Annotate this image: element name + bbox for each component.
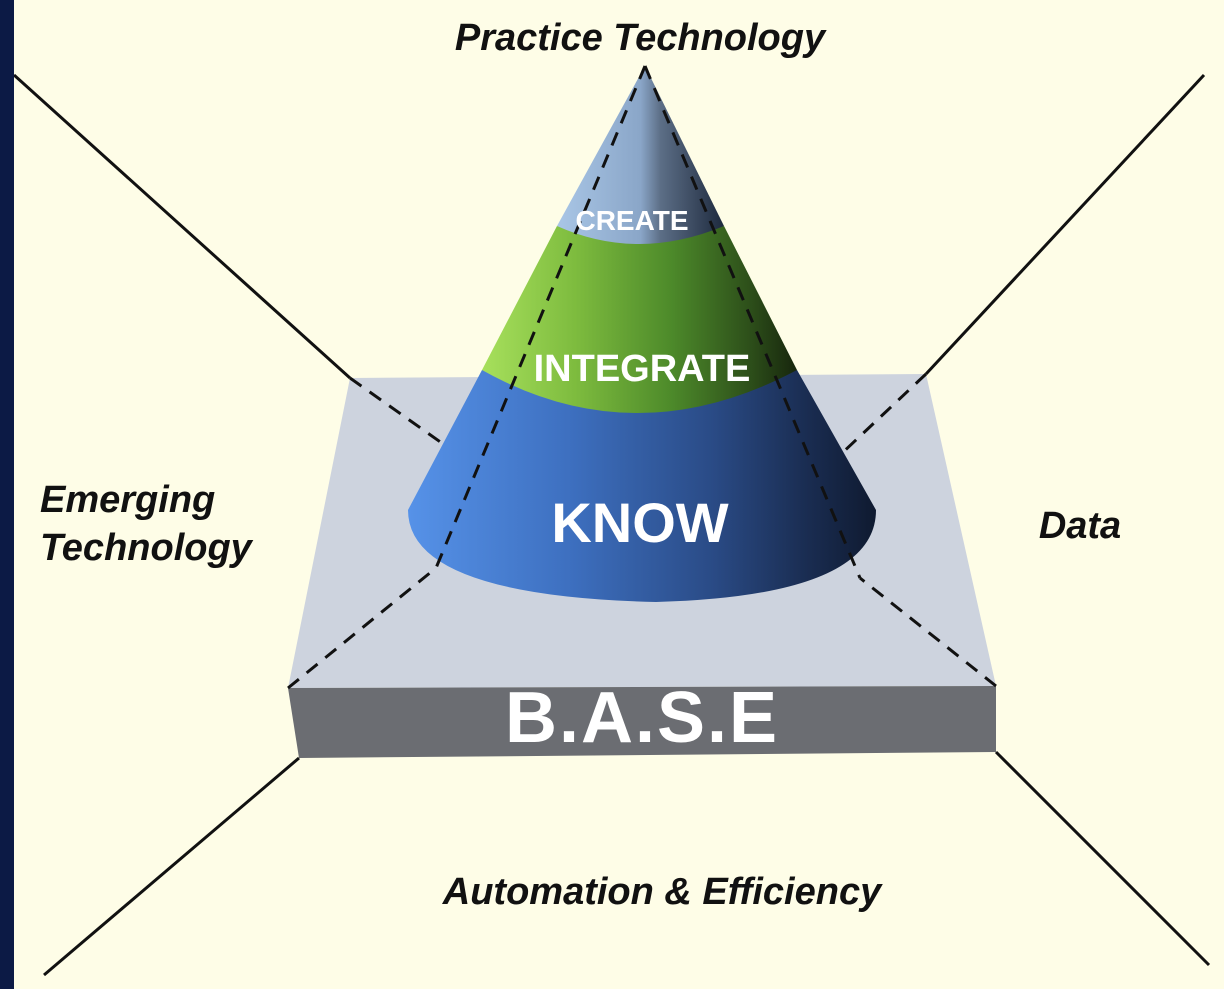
base-front-face <box>288 686 996 758</box>
dashed-guide-bottom-right <box>859 576 997 688</box>
cone-band-create <box>557 66 724 244</box>
cone-label-know: KNOW <box>551 491 728 554</box>
label-practice-technology: Practice Technology <box>455 17 827 59</box>
base-pyramid-diagram: B.A.S.E CREATE INTEGRATE KNOW Practice T… <box>14 17 1211 977</box>
cone-band-know <box>408 370 876 602</box>
divider-top-right <box>924 73 1206 376</box>
divider-top-left <box>14 73 352 380</box>
dashed-guide-bottom-left <box>287 566 437 690</box>
divider-bottom-right <box>994 750 1211 967</box>
label-data: Data <box>1039 505 1121 547</box>
cone-label-create: CREATE <box>575 205 688 236</box>
cone-band-integrate <box>482 226 797 413</box>
label-emerging: Emerging <box>40 479 215 521</box>
diagram-canvas: B.A.S.E CREATE INTEGRATE KNOW Practice T… <box>14 0 1224 989</box>
cone-edge-left <box>434 65 647 569</box>
label-automation-efficiency: Automation & Efficiency <box>442 871 883 913</box>
base-label: B.A.S.E <box>505 678 779 758</box>
label-technology: Technology <box>40 527 254 569</box>
dashed-guide-top-left <box>349 376 447 448</box>
cone-edge-right <box>643 65 862 579</box>
dashed-guide-top-right <box>837 372 928 458</box>
dashed-guides <box>287 372 997 690</box>
quadrant-lines <box>14 73 1211 977</box>
divider-bottom-left <box>43 756 300 977</box>
cone: CREATE INTEGRATE KNOW <box>408 65 876 602</box>
cone-label-integrate: INTEGRATE <box>534 348 751 390</box>
